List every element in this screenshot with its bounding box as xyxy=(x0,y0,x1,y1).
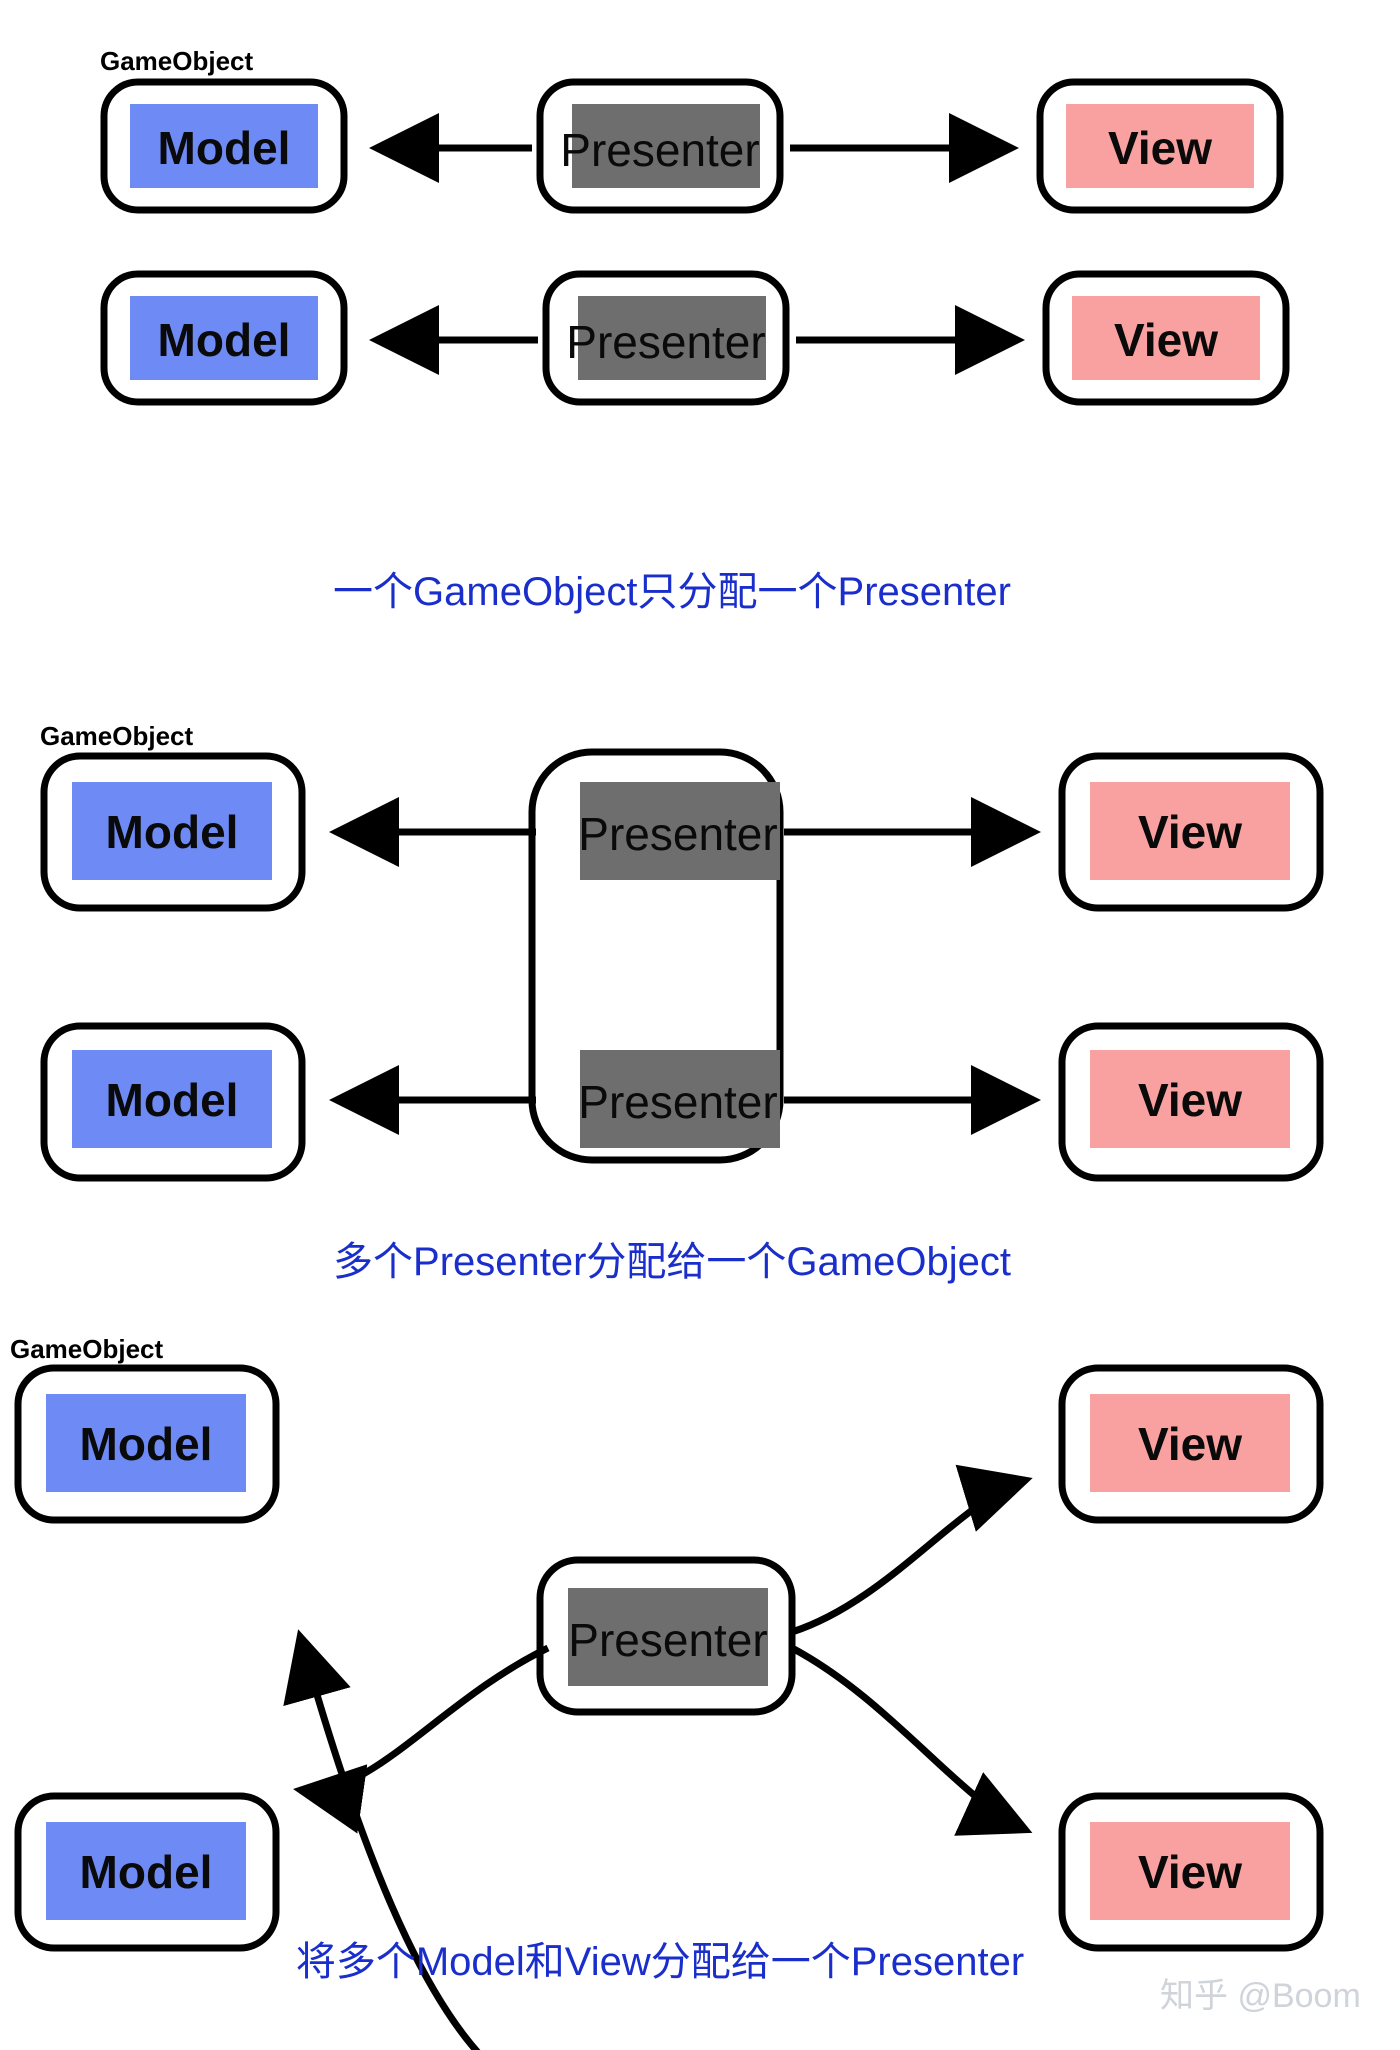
view-label: View xyxy=(1138,1418,1242,1470)
presenter-node-s1r1[interactable]: Presenter xyxy=(536,78,784,214)
model-node-s2r2[interactable]: Model xyxy=(40,1022,306,1182)
section-caption-2: 多个Presenter分配给一个GameObject xyxy=(333,1240,1011,1284)
presenter-chip xyxy=(568,1588,768,1686)
model-label: Model xyxy=(80,1846,213,1898)
arrow-presenter-to-model-bottom-s3 xyxy=(293,1644,550,1834)
arrow-presenter-to-model-top-s3 xyxy=(283,1629,481,2050)
presenter-label: Presenter xyxy=(560,124,759,176)
gameobject-label-s3: GameObject xyxy=(10,1334,164,1364)
view-node-s3r1[interactable]: View xyxy=(1058,1364,1324,1524)
model-chip xyxy=(130,296,318,380)
view-label: View xyxy=(1114,314,1218,366)
gameobject-label-s1: GameObject xyxy=(100,46,254,76)
presenter-chip xyxy=(578,296,766,380)
view-label: View xyxy=(1138,1074,1242,1126)
presenter-chip xyxy=(572,104,760,188)
section-caption-1: 一个GameObject只分配一个Presenter xyxy=(333,570,1011,614)
presenter-node-s2r1[interactable]: Presenter xyxy=(578,782,780,880)
view-chip xyxy=(1066,104,1254,188)
model-chip xyxy=(72,782,272,880)
presenter-node-s1r2[interactable]: Presenter xyxy=(542,270,790,406)
view-chip xyxy=(1090,782,1290,880)
view-node-s2r1[interactable]: View xyxy=(1058,752,1324,912)
model-label: Model xyxy=(106,806,239,858)
model-label: Model xyxy=(158,314,291,366)
model-label: Model xyxy=(158,122,291,174)
presenter-label: Presenter xyxy=(578,808,777,860)
presenter-node-s2r2[interactable]: Presenter xyxy=(578,1050,780,1148)
model-node-s3r1[interactable]: Model xyxy=(14,1364,280,1524)
view-node-s3r2[interactable]: View xyxy=(1058,1792,1324,1952)
model-chip xyxy=(46,1394,246,1492)
view-chip xyxy=(1072,296,1260,380)
arrow-presenter-to-view-bottom-s3 xyxy=(790,1644,1033,1836)
watermark: 知乎 @Boom xyxy=(1160,1977,1361,2015)
model-label: Model xyxy=(106,1074,239,1126)
arrow-presenter-to-view-top-s3 xyxy=(790,1464,1033,1636)
gameobject-label-s2: GameObject xyxy=(40,721,194,751)
presenter-label: Presenter xyxy=(568,1614,767,1666)
view-node-s1r2[interactable]: View xyxy=(1042,270,1290,406)
model-label: Model xyxy=(80,1418,213,1470)
presenter-chip xyxy=(580,1050,780,1148)
presenter-node-s3[interactable]: Presenter xyxy=(536,1556,796,1716)
section-one-presenter-per-gameobject: GameObject Model Presenter View Model xyxy=(100,46,1290,614)
section-many-model-view-one-presenter: GameObject Presenter Model Model View xyxy=(10,1334,1324,2050)
view-label: View xyxy=(1138,1846,1242,1898)
model-chip xyxy=(130,104,318,188)
view-node-s1r1[interactable]: View xyxy=(1036,78,1284,214)
view-chip xyxy=(1090,1050,1290,1148)
model-chip xyxy=(72,1050,272,1148)
view-chip xyxy=(1090,1394,1290,1492)
presenter-label: Presenter xyxy=(578,1076,777,1128)
presenter-chip xyxy=(580,782,780,880)
view-chip xyxy=(1090,1822,1290,1920)
view-node-s2r2[interactable]: View xyxy=(1058,1022,1324,1182)
section-many-presenters-one-gameobject: GameObject Model Presenter View Model xyxy=(40,721,1324,1284)
model-node-s1r2[interactable]: Model xyxy=(100,270,348,406)
view-label: View xyxy=(1138,806,1242,858)
view-label: View xyxy=(1108,122,1212,174)
section-caption-3: 将多个Model和View分配给一个Presenter xyxy=(296,1940,1024,1984)
model-node-s1r1[interactable]: Model xyxy=(100,78,348,214)
model-node-s3r2[interactable]: Model xyxy=(14,1792,280,1952)
model-chip xyxy=(46,1822,246,1920)
presenter-label: Presenter xyxy=(566,316,765,368)
model-node-s2r1[interactable]: Model xyxy=(40,752,306,912)
